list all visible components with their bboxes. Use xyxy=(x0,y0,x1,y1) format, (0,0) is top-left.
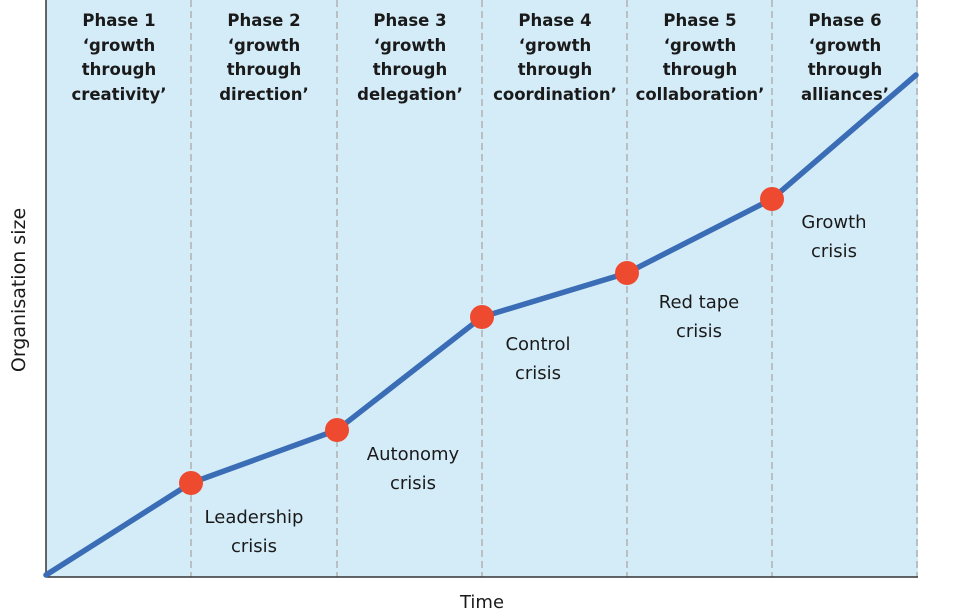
crisis-text-line: crisis xyxy=(230,536,278,557)
crisis-point-control xyxy=(470,305,494,329)
phase-text-line: creativity’ xyxy=(71,84,167,104)
x-axis-label: Time xyxy=(459,592,505,613)
crisis-points xyxy=(179,187,784,495)
phase-text-line: coordination’ xyxy=(493,84,617,104)
phase-title: Phase 3 xyxy=(373,11,447,30)
crisis-text-line: crisis xyxy=(514,363,562,384)
phase-6-label: Phase 6 ‘growth through alliances’ xyxy=(772,9,918,107)
crisis-point-red-tape xyxy=(615,261,639,285)
phase-text-line: through xyxy=(517,60,593,79)
crisis-text-line: Red tape xyxy=(658,292,740,313)
phase-text-line: through xyxy=(807,60,883,79)
phase-text-line: ‘growth xyxy=(373,35,447,55)
crisis-text-line: Autonomy xyxy=(366,444,460,465)
phase-text-line: alliances’ xyxy=(800,84,890,104)
phase-text-line: ‘growth xyxy=(518,35,592,55)
phase-text-line: through xyxy=(226,60,302,79)
crisis-point-autonomy xyxy=(325,418,349,442)
phase-text-line: ‘growth xyxy=(82,35,156,55)
phase-5-label: Phase 5 ‘growth through collaboration’ xyxy=(627,9,773,107)
phase-4-label: Phase 4 ‘growth through coordination’ xyxy=(482,9,628,107)
phase-text-line: collaboration’ xyxy=(635,84,765,104)
crisis-point-growth xyxy=(760,187,784,211)
phase-title: Phase 5 xyxy=(663,11,737,30)
crisis-text-line: crisis xyxy=(810,241,858,262)
phase-text-line: direction’ xyxy=(219,84,309,104)
phase-title: Phase 1 xyxy=(82,11,156,30)
phase-text-line: ‘growth xyxy=(663,35,737,55)
crisis-label-red-tape: Red tape crisis xyxy=(659,288,740,346)
crisis-text-line: crisis xyxy=(389,473,437,494)
crisis-text-line: Control xyxy=(505,334,571,355)
crisis-point-leadership xyxy=(179,471,203,495)
phase-text-line: through xyxy=(81,60,157,79)
phase-text-line: through xyxy=(662,60,738,79)
phase-text-line: delegation’ xyxy=(357,84,463,104)
phase-title: Phase 4 xyxy=(518,11,592,30)
crisis-label-leadership: Leadership crisis xyxy=(205,503,304,561)
phase-dividers xyxy=(190,0,918,577)
phase-title: Phase 2 xyxy=(227,11,301,30)
crisis-text-line: Growth xyxy=(801,212,867,233)
phase-2-label: Phase 2 ‘growth through direction’ xyxy=(191,9,337,107)
phase-title: Phase 6 xyxy=(808,11,882,30)
crisis-label-control: Control crisis xyxy=(505,330,570,388)
crisis-text-line: crisis xyxy=(675,321,723,342)
phase-text-line: ‘growth xyxy=(227,35,301,55)
crisis-label-growth: Growth crisis xyxy=(801,208,866,266)
crisis-text-line: Leadership xyxy=(204,507,304,528)
crisis-label-autonomy: Autonomy crisis xyxy=(367,440,459,498)
phase-1-label: Phase 1 ‘growth through creativity’ xyxy=(46,9,192,107)
y-axis-label: Organisation size xyxy=(8,207,30,373)
phase-text-line: through xyxy=(372,60,448,79)
phase-3-label: Phase 3 ‘growth through delegation’ xyxy=(337,9,483,107)
phase-text-line: ‘growth xyxy=(808,35,882,55)
